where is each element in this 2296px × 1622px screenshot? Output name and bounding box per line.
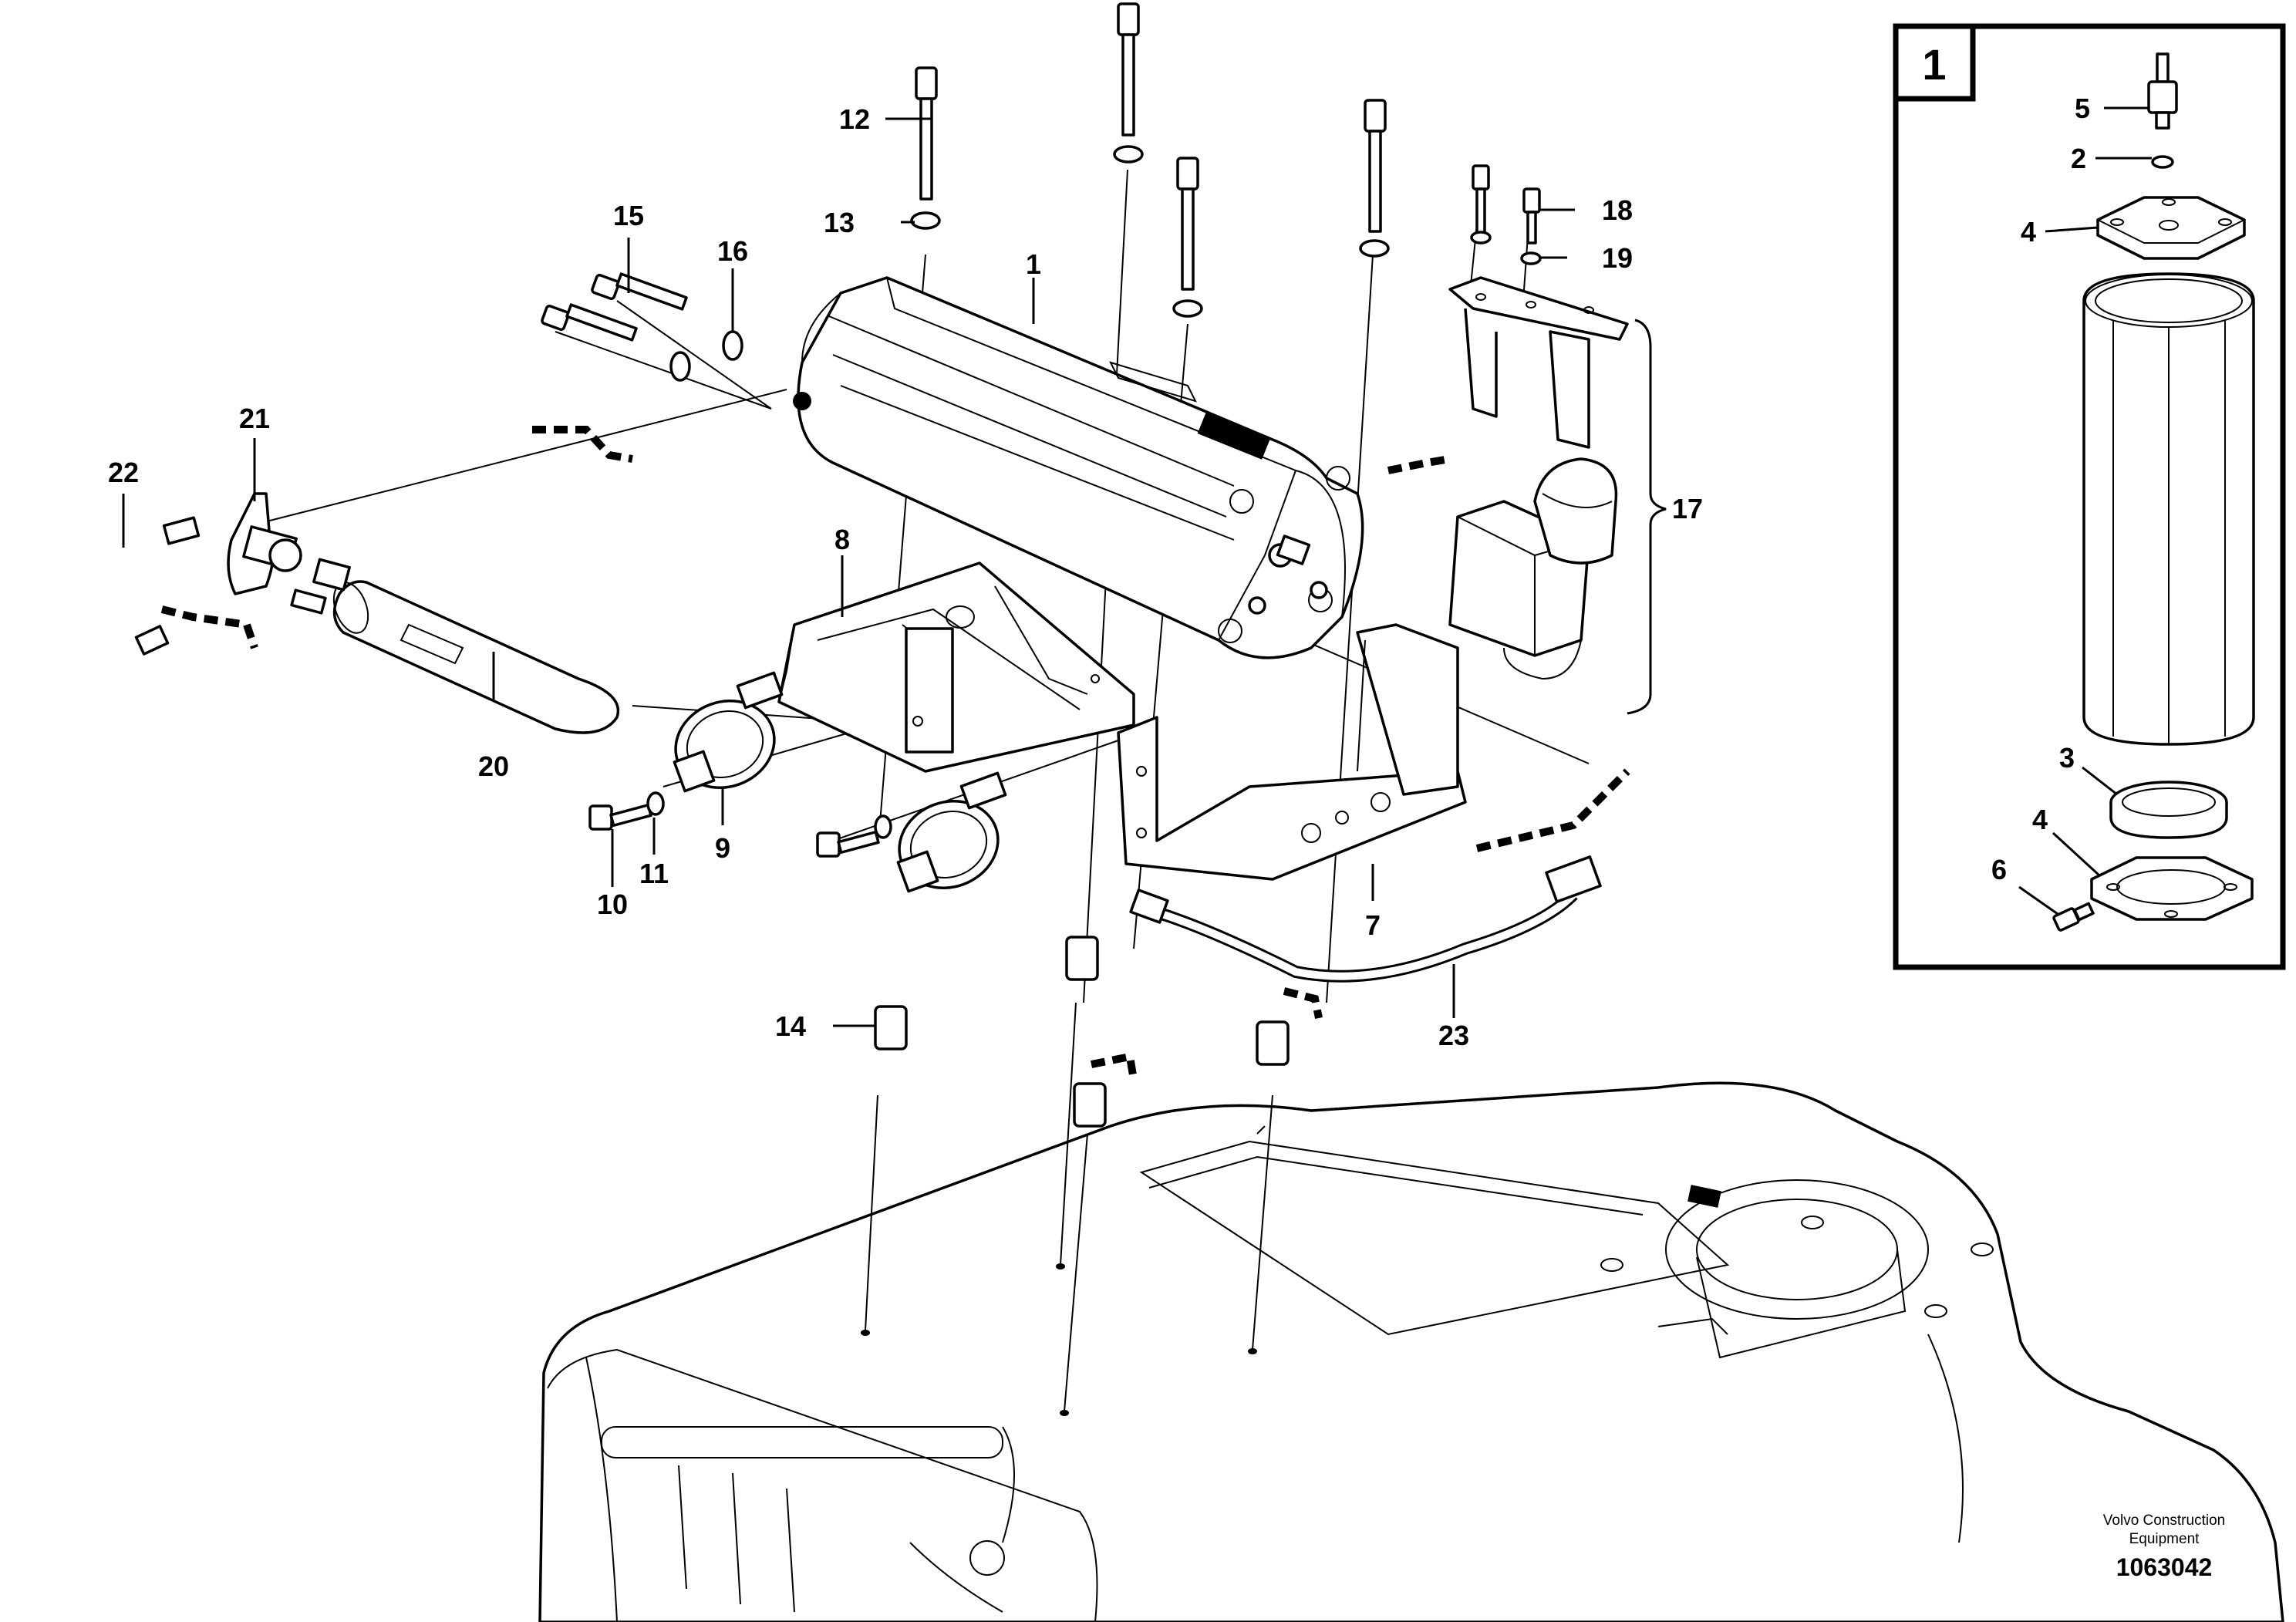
callout-16: 16 (717, 235, 748, 267)
control-box-17 (1448, 276, 1629, 680)
callout-22: 22 (108, 457, 139, 488)
heater-unit (793, 276, 1364, 659)
inset-detail-1: 1 (1893, 23, 2286, 970)
spacers-14 (874, 936, 1290, 1128)
callout-20: 20 (478, 750, 509, 782)
callout-19: 19 (1602, 242, 1633, 274)
bolts-10-11 (588, 791, 892, 858)
callout-18: 18 (1602, 194, 1633, 226)
brace-17 (1627, 319, 1667, 715)
washers-13 (910, 145, 1542, 318)
callout-1: 1 (1026, 248, 1041, 280)
callout-13: 13 (824, 207, 855, 238)
bracket-7 (1117, 623, 1467, 881)
bracket-8 (777, 561, 1135, 773)
callout-14: 14 (775, 1010, 806, 1042)
callout-6: 6 (1991, 854, 2007, 885)
roof-mount-holes (861, 1263, 1257, 1416)
washers-16 (669, 330, 743, 382)
cylinder-20 (332, 580, 620, 734)
callout-3: 3 (2059, 742, 2075, 774)
clamp-9b (896, 771, 1007, 893)
callout-23: 23 (1438, 1020, 1469, 1051)
callout-2: 2 (2071, 143, 2086, 174)
bolts-15 (541, 272, 688, 342)
callout-15: 15 (613, 200, 644, 231)
callout-labels: 1 7 8 9 10 11 12 13 14 15 16 17 18 19 20… (108, 103, 1703, 1051)
callout-17: 17 (1672, 493, 1703, 524)
callout-10: 10 (597, 889, 628, 920)
callout-8: 8 (834, 524, 850, 555)
hose-23 (1129, 855, 1602, 983)
valve-21 (227, 492, 351, 615)
leader-lines (122, 117, 1575, 1027)
callout-21: 21 (239, 403, 270, 434)
callout-11: 11 (639, 858, 669, 889)
callout-5: 5 (2075, 93, 2090, 124)
callout-4b: 4 (2032, 804, 2048, 835)
hose-22 (64, 516, 201, 669)
callout-7: 7 (1365, 909, 1381, 941)
company-line-2: Equipment (2129, 1531, 2200, 1547)
cab-roof (538, 1081, 2284, 1622)
callout-4a: 4 (2021, 216, 2036, 248)
company-line-1: Volvo Construction (2103, 1512, 2225, 1529)
drawing-footer: Volvo Construction Equipment 1063042 (2103, 1512, 2225, 1581)
callout-12: 12 (839, 103, 870, 135)
bolts-12 (915, 2, 1541, 291)
inset-label: 1 (1922, 40, 1946, 89)
callout-9: 9 (715, 832, 730, 864)
clamp-9 (673, 671, 784, 793)
drawing-number: 1063042 (2116, 1553, 2213, 1581)
hose-routing-dashes (160, 426, 1630, 1081)
